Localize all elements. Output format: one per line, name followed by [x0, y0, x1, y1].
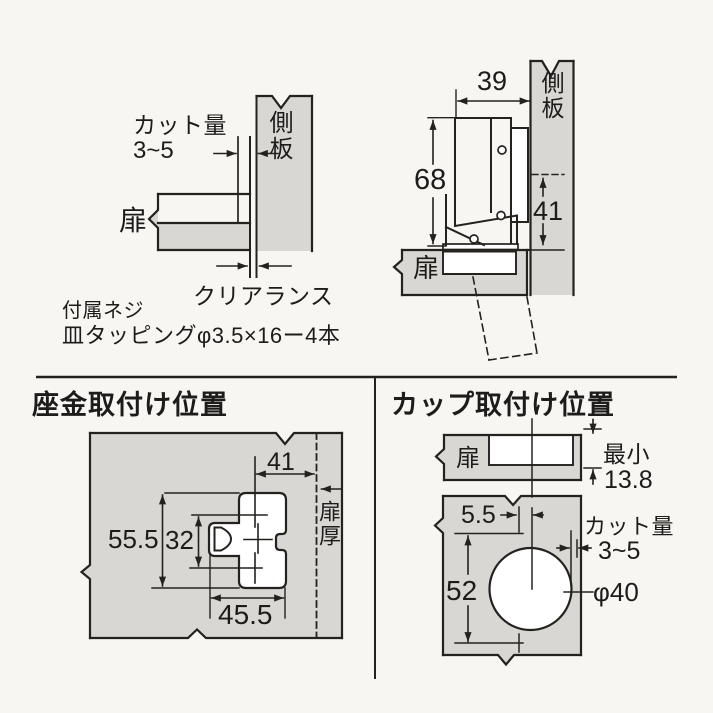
side-panel-label: 側板 — [265, 110, 292, 162]
door-break-mark-top — [441, 494, 583, 507]
mounting-plate-outline — [207, 491, 288, 590]
cup-position-diagram — [433, 418, 602, 667]
hinge-screw-holes — [469, 145, 507, 244]
door-break-mark — [147, 192, 160, 252]
min-label: 最小 — [603, 441, 650, 467]
plate-d-hole — [213, 526, 233, 552]
door-break-mark-bottom — [441, 653, 583, 667]
hinge-arm — [444, 117, 529, 247]
door-break-mark — [434, 433, 446, 482]
cut-amount-value: 3~5 — [133, 137, 174, 164]
panel-break-mark — [255, 94, 314, 110]
door-label-2: 扉 — [413, 253, 440, 283]
clearance-section-diagram — [147, 94, 314, 278]
cup-diameter-value: φ40 — [593, 577, 639, 607]
door-fill — [158, 223, 250, 250]
dim-41-value: 41 — [533, 196, 564, 226]
door-label-3: 扉 — [456, 445, 481, 472]
offset-value: 5.5 — [461, 501, 496, 529]
cup-recess — [442, 250, 517, 275]
min-value: 13.8 — [604, 466, 653, 494]
dim-68-value: 68 — [414, 164, 447, 196]
section-dividers — [36, 375, 677, 679]
door-thickness-label: 扉厚 — [316, 500, 341, 548]
center-lines — [518, 418, 578, 653]
side-panel-label-2: 側板 — [538, 71, 564, 121]
dim-41b-value: 41 — [267, 448, 295, 476]
door-label: 扉 — [119, 205, 148, 236]
cup-section-title: カップ取付け位置 — [391, 390, 615, 420]
clearance-label: クリアランス — [193, 283, 334, 309]
cut-amount-label: カット量 — [133, 112, 227, 138]
screw-center-marks — [189, 456, 273, 584]
panel-break-mark-top — [88, 431, 344, 446]
door-break-mark — [392, 248, 404, 297]
cut-amount-label-2: カット量 — [584, 514, 675, 539]
panel-break-mark — [529, 59, 575, 79]
door-break-mark-left — [433, 494, 445, 657]
cup-hole-circle — [488, 546, 573, 632]
dim-52-value: 52 — [446, 575, 478, 606]
screw-note-line2: 皿タッピングφ3.5×16ー4本 — [62, 323, 341, 348]
side-panel-fill — [256, 96, 312, 251]
panel-break-mark-left — [79, 431, 92, 640]
dim-39-value: 39 — [477, 66, 508, 96]
mounting-plate-diagram — [79, 431, 344, 640]
hinge-side-view-diagram — [392, 59, 575, 361]
panel-break-mark-bottom — [88, 627, 344, 640]
cup-flange — [442, 243, 519, 251]
dim-55-value: 55.5 — [108, 524, 159, 554]
cup-recess-side — [488, 434, 574, 466]
screw-note-line1: 付属ネジ — [62, 300, 144, 322]
door-open-projection — [472, 276, 538, 361]
dim-45-value: 45.5 — [218, 599, 273, 630]
dim-32-value: 32 — [165, 525, 194, 555]
plate-section-title: 座金取付け位置 — [32, 390, 228, 420]
cut-amount-value-2: 3~5 — [598, 537, 641, 565]
